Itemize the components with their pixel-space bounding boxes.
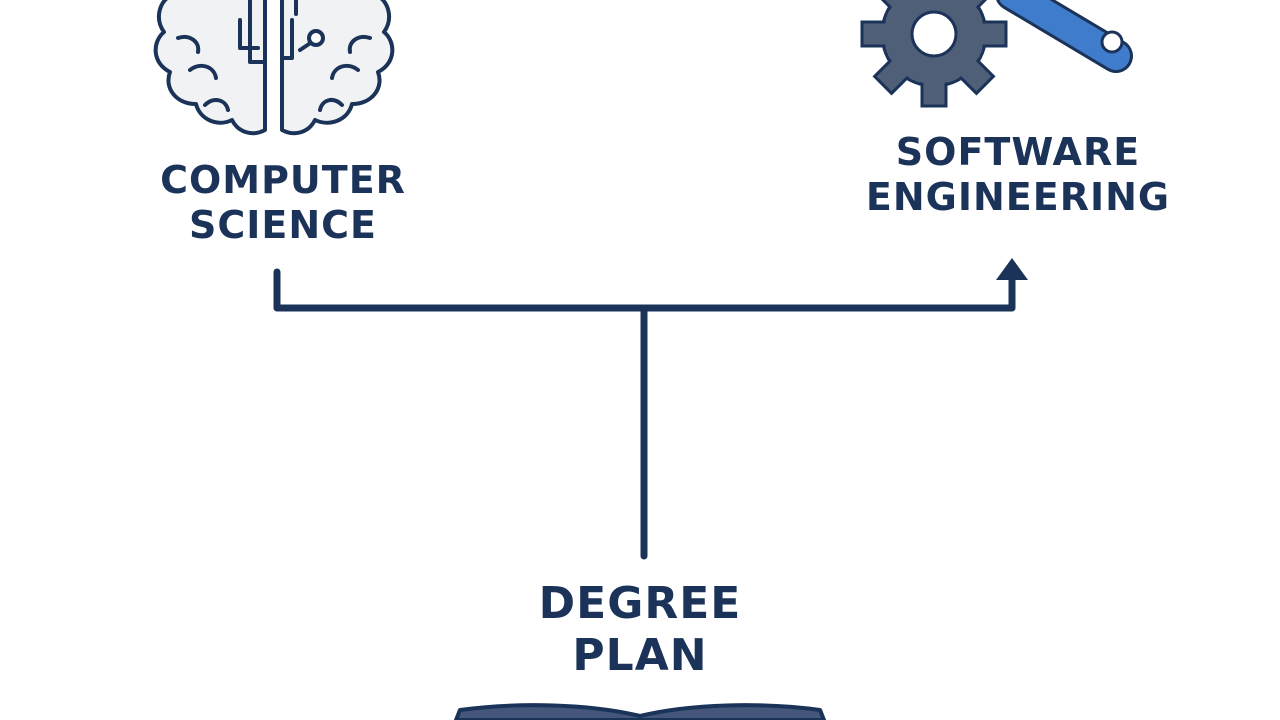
brain-icon (153, 0, 395, 136)
software-engineering-label-line1: SOFTWARE (895, 130, 1141, 174)
computer-science-label-line1: COMPUTER (160, 158, 406, 202)
open-book-icon (454, 703, 826, 720)
software-engineering-label: SOFTWARE ENGINEERING (842, 130, 1194, 220)
gear-wrench-icon (860, 0, 1133, 108)
degree-plan-label: DEGREE PLAN (490, 578, 790, 682)
gear-icon (860, 0, 1008, 108)
degree-plan-label-line2: PLAN (572, 629, 708, 681)
connector-left-drop (273, 266, 1016, 312)
wrench-icon (996, 0, 1133, 73)
software-engineering-label-line2: ENGINEERING (865, 174, 1171, 219)
computer-science-label-line2: SCIENCE (188, 202, 377, 247)
degree-plan-label-line1: DEGREE (538, 578, 742, 629)
arrowhead-icon (996, 258, 1028, 280)
connector-lines (273, 266, 1016, 560)
computer-science-label: COMPUTER SCIENCE (130, 158, 436, 248)
